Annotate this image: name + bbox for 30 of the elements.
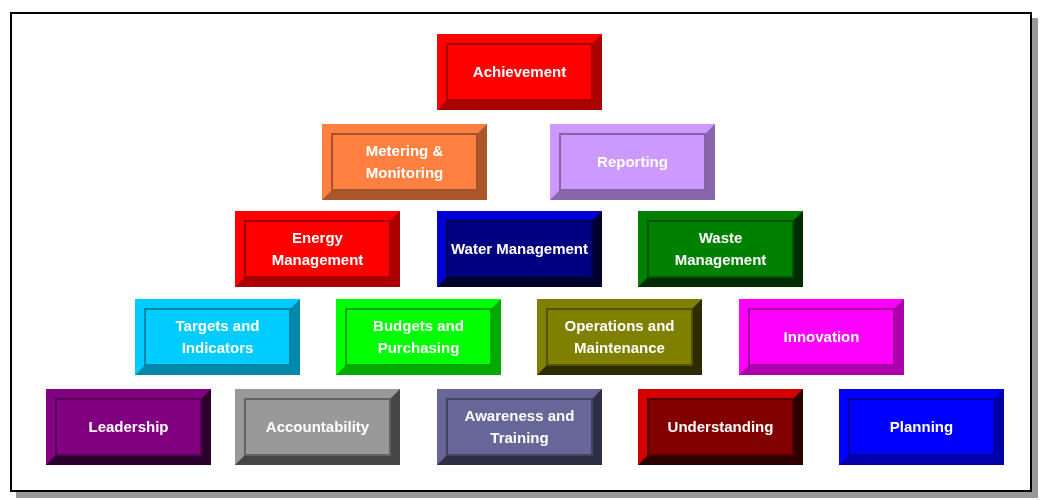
bevel-box [839,389,1004,465]
bevel-box [46,389,211,465]
bevel-box [437,211,602,287]
box-label: Innovation [782,327,861,347]
box-label: Water Management [450,239,589,259]
bevel-box [235,389,400,465]
bevel-box [437,389,602,465]
box-label: Accountability [264,417,371,437]
bevel-box [437,34,602,110]
box-label: Awareness and Training [463,406,576,448]
bevel-box [638,211,803,287]
box-label: Achievement [471,62,568,82]
bevel-box [550,124,715,200]
box-label: Metering & Monitoring [364,141,445,183]
bevel-box [638,389,803,465]
box-label: Operations and Maintenance [563,316,676,358]
bevel-box [322,124,487,200]
bevel-box [739,299,904,375]
box-label: Planning [888,417,955,437]
box-label: Energy Management [270,228,365,270]
bevel-box [235,211,400,287]
bevel-box [336,299,501,375]
box-label: Waste Management [673,228,768,270]
box-label: Reporting [596,152,669,172]
box-label: Targets and Indicators [174,316,261,358]
bevel-box [135,299,300,375]
box-label: Budgets and Purchasing [372,316,465,358]
box-label: Understanding [666,417,775,437]
box-label: Leadership [87,417,170,437]
bevel-box [537,299,702,375]
